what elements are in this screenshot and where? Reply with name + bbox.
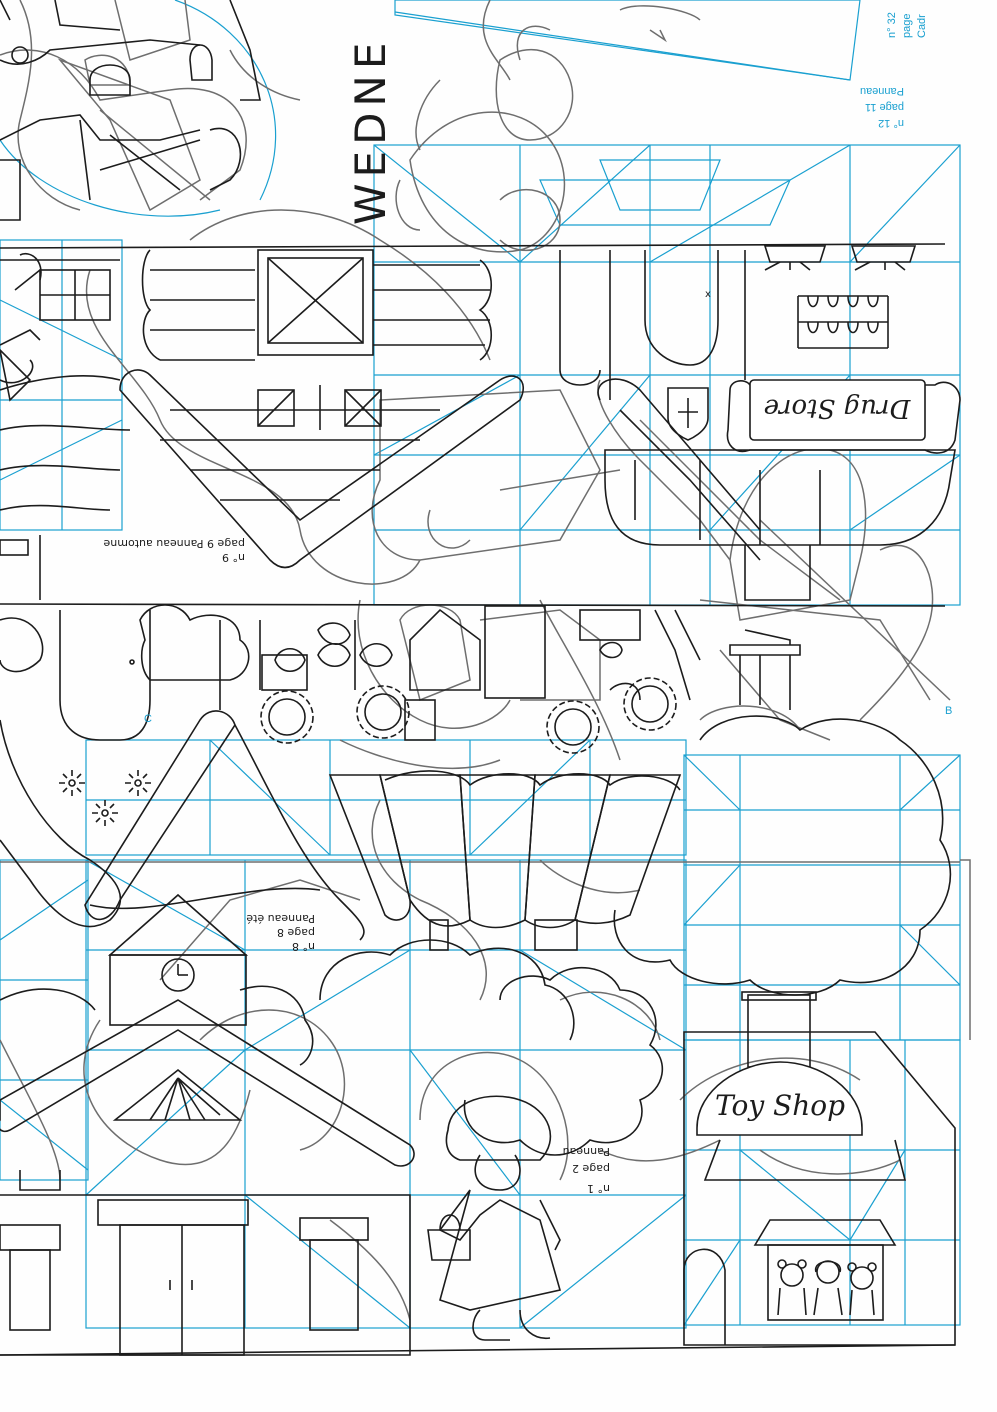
- panel-9-page: page 9 Panneau automne: [103, 537, 245, 550]
- panel-1-number: n° 1: [587, 1182, 610, 1195]
- panel-8-number: n° 8: [292, 940, 315, 953]
- sunflower-icon: [356, 685, 410, 739]
- panel-8-title: Panneau été: [246, 912, 315, 925]
- panel-12-page: page 11: [865, 101, 904, 113]
- blue-labels: n° 12 page 11 Panneau n° 32 page Cadr: [860, 12, 928, 129]
- teddy-bear-icon: [777, 1259, 807, 1316]
- panel-12-number: n° 12: [878, 117, 904, 129]
- weekday-fragment: WEDNE: [346, 37, 395, 225]
- panel-8-page: page 8: [277, 926, 315, 939]
- sparkle-icon: [125, 770, 151, 796]
- registration-b: B: [945, 705, 952, 717]
- registration-c: C: [144, 713, 152, 725]
- sparkle-icon: [59, 770, 85, 796]
- doll-icon: [813, 1260, 843, 1316]
- sunflower-icon: [260, 690, 314, 744]
- toy-shop-sign: Toy Shop: [715, 1089, 845, 1122]
- panel-32-number: n° 32: [886, 12, 898, 38]
- sunflower-icon: [623, 677, 677, 731]
- sparkle-icon: [92, 800, 118, 826]
- registration-x: x: [705, 289, 711, 300]
- panel-1-title: Panneau: [563, 1145, 610, 1158]
- teddy-bear-icon: [847, 1262, 877, 1316]
- sunflower-icon: [546, 700, 600, 754]
- panel-1-page: page 2: [572, 1162, 610, 1175]
- panel-32-title: Cadr: [916, 14, 928, 38]
- black-lineart-layer: WEDNE n° 9: [0, 0, 961, 1356]
- panel-32-page: page: [901, 14, 913, 38]
- drug-store-sign: Drug Store: [764, 393, 912, 423]
- panel-9-number: n° 9: [222, 551, 245, 564]
- panel-12-title: Panneau: [860, 85, 904, 97]
